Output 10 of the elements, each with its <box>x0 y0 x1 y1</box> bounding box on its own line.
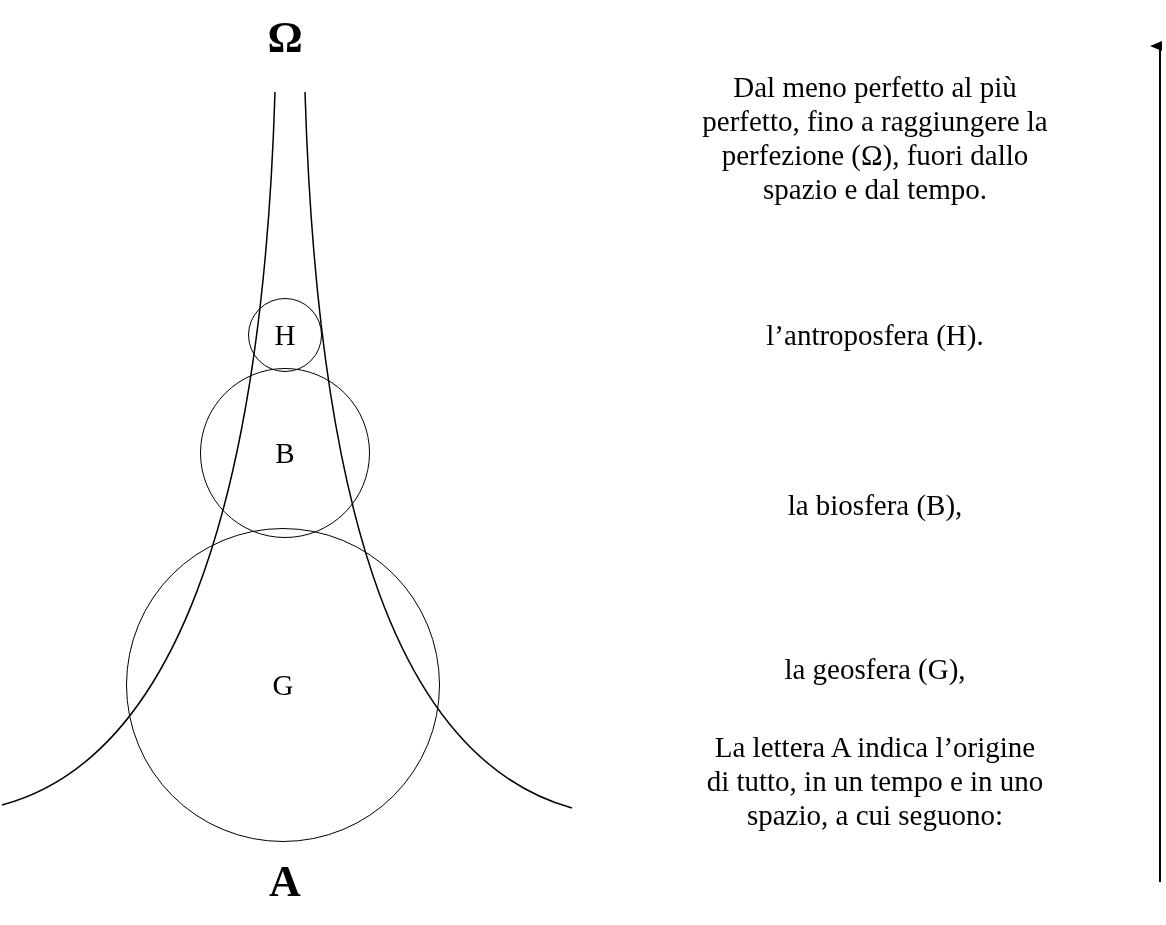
circle-label: B <box>275 436 295 470</box>
circle-label: G <box>272 668 294 702</box>
description-text: la biosfera (B), <box>786 488 964 522</box>
description-text: La lettera A indica l’origine di tutto, in un tempo e in uno spazio, a cui seguono: <box>705 730 1045 832</box>
description-text: la geosfera (G), <box>783 652 967 686</box>
circle-label: H <box>274 318 296 352</box>
description-text: Dal meno perfetto al più perfetto, fino a raggiungere la perfezione (Ω), fuori dallo spazio e dal tempo. <box>701 70 1049 206</box>
description-text: l’antroposfera (H). <box>765 318 985 352</box>
letter-label: Ω <box>266 14 304 62</box>
letter-label: A <box>268 858 302 906</box>
